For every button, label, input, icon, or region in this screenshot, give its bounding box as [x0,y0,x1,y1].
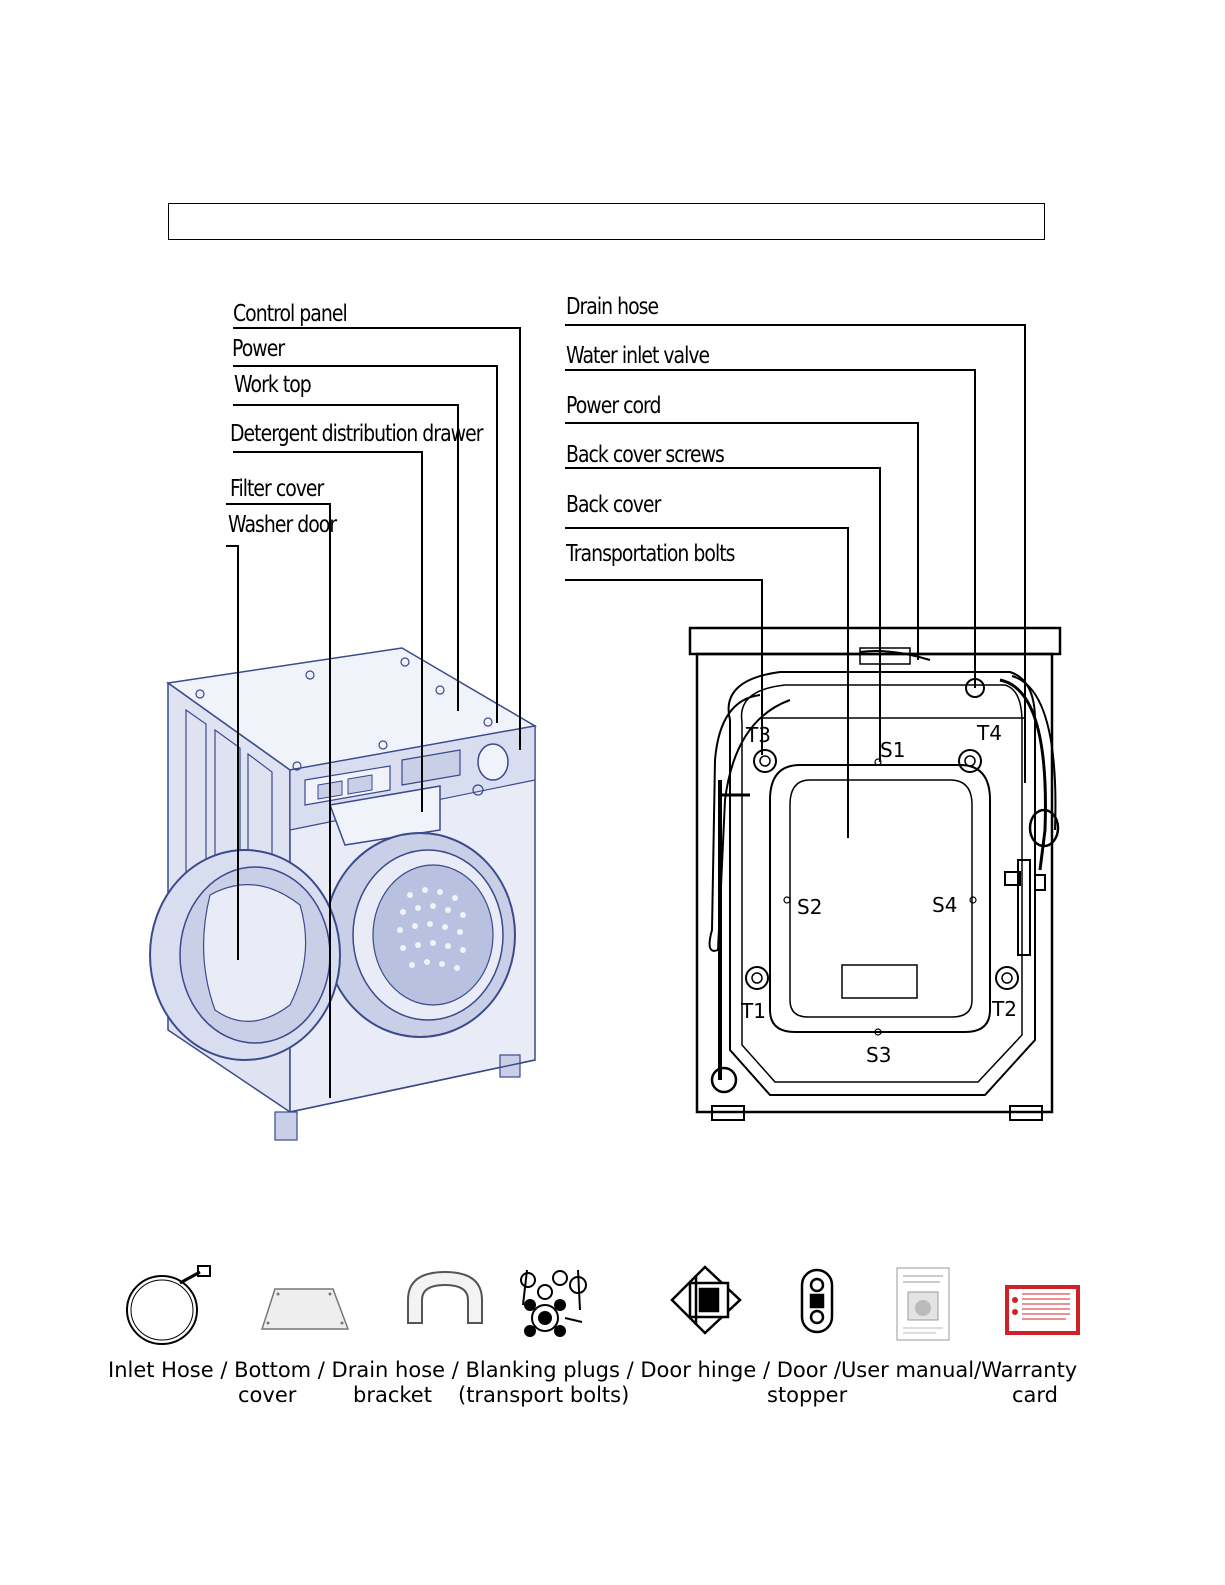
caption-bottom-cover-2: cover [238,1383,297,1407]
marker-t1: T1 [740,999,766,1023]
label-drain-hose: Drain hose [566,294,659,320]
label-back-cover-screws: Back cover screws [566,442,725,468]
marker-t2: T2 [991,997,1017,1021]
caption-drain-bracket-2: bracket [353,1383,432,1407]
marker-s4: S4 [932,893,957,917]
label-water-inlet-valve: Water inlet valve [566,343,710,369]
drain-hose-bracket-illustration [407,1270,483,1324]
caption-warranty-card-2: card [1012,1383,1059,1407]
marker-s1: S1 [880,738,905,762]
label-work-top: Work top [234,372,312,398]
marker-t4: T4 [976,721,1002,745]
caption-door-stopper-2: stopper [767,1383,848,1407]
door-hinge-illustration [670,1265,742,1335]
back-leader-lines [565,324,1026,838]
label-filter-cover: Filter cover [230,476,324,502]
marker-t3: T3 [745,723,771,747]
title-box [168,203,1045,240]
label-power-cord: Power cord [566,393,661,419]
door-stopper-illustration [800,1268,834,1334]
blanking-plugs-illustration [520,1269,587,1337]
label-control-panel: Control panel [233,301,348,327]
inlet-hose-illustration [126,1265,211,1345]
bottom-cover-illustration [260,1288,350,1330]
user-manual-illustration [896,1267,950,1341]
label-washer-door: Washer door [228,512,337,538]
accessories-caption-line1: Inlet Hose / Bottom / Drain hose / Blank… [108,1358,1078,1382]
warranty-card-illustration [1005,1285,1080,1335]
front-leader-lines [226,327,521,1098]
front-washer-illustration [149,647,538,1141]
label-transportation-bolts: Transportation bolts [566,541,735,567]
caption-blanking-plugs-2: (transport bolts) [458,1383,630,1407]
back-washer-illustration [688,626,1062,1121]
label-detergent-drawer: Detergent distribution drawer [230,421,483,447]
label-power: Power [232,336,285,362]
marker-s3: S3 [866,1043,891,1067]
marker-s2: S2 [797,895,822,919]
label-back-cover: Back cover [566,492,661,518]
